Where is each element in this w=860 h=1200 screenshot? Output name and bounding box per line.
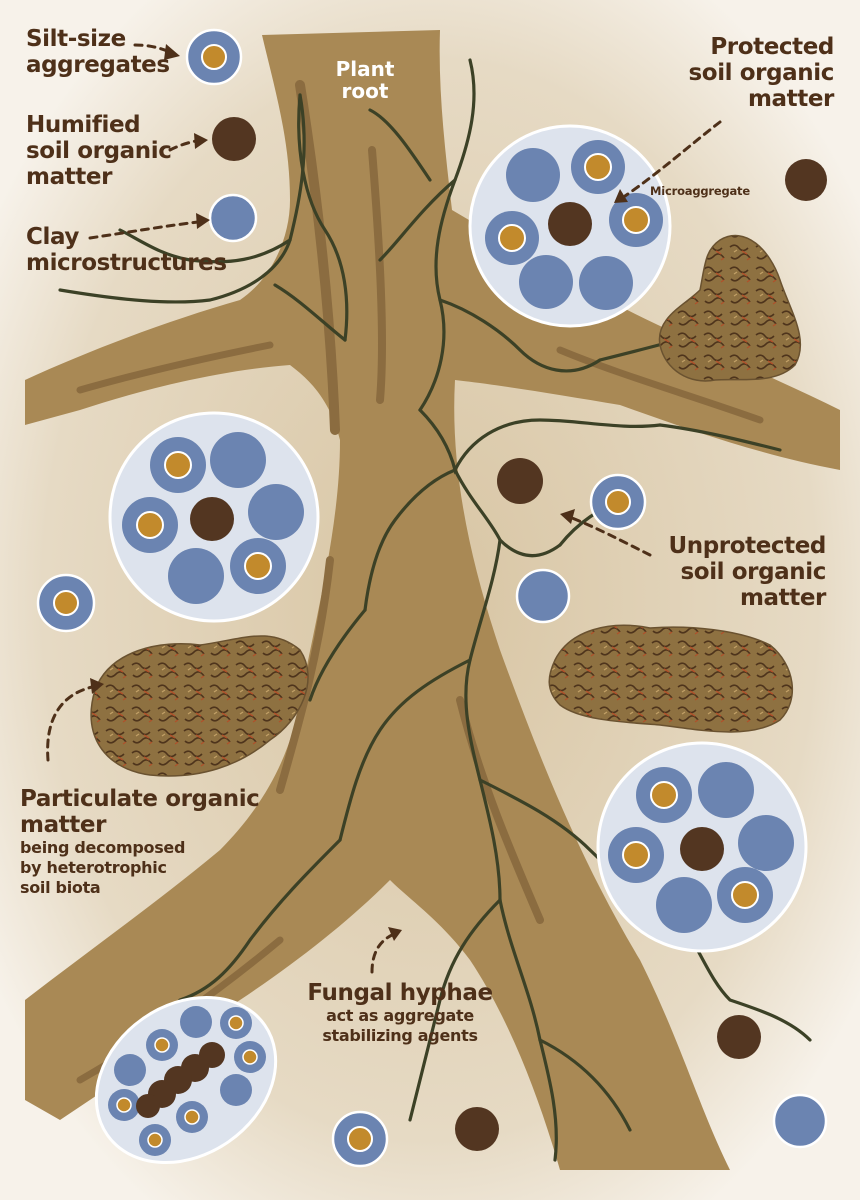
microaggregate-top-right — [468, 124, 672, 328]
label-line: Humified — [26, 112, 141, 138]
label-line: stabilizing agents — [322, 1026, 478, 1045]
label-line: act as aggregate — [326, 1006, 474, 1025]
label-line: Unprotected — [668, 533, 826, 559]
label-line: root — [341, 79, 389, 103]
label-line: Fungal hyphae — [307, 980, 493, 1006]
label-fungal-hyphae: Fungal hyphae act as aggregate stabilizi… — [290, 980, 510, 1046]
label-line: matter — [20, 812, 107, 838]
label-unprotected-som: Unprotected soil organic matter — [668, 533, 826, 611]
label-humified-som: Humified soil organic matter — [26, 112, 172, 190]
label-line: Clay — [26, 224, 79, 250]
fungal-hyphae — [58, 58, 812, 1162]
label-silt-size-aggregates: Silt-size aggregates — [26, 26, 170, 78]
free-particles — [36, 28, 828, 1168]
label-line: Silt-size — [26, 26, 126, 52]
label-line: being decomposed — [20, 838, 186, 857]
microaggregate-bottom-left — [94, 995, 278, 1165]
label-particulate-om: Particulate organic matter being decompo… — [20, 786, 260, 898]
label-line: Plant — [335, 57, 395, 81]
label-line: soil biota — [20, 878, 101, 897]
label-line: aggregates — [26, 52, 170, 78]
label-line: soil organic — [680, 559, 827, 585]
label-plant-root: Plant root — [320, 58, 410, 102]
particulate-organic-matter — [90, 234, 802, 777]
label-line: Protected — [710, 34, 834, 60]
label-line: soil organic — [26, 138, 172, 164]
label-line: by heterotrophic — [20, 858, 167, 877]
label-line: matter — [739, 585, 826, 611]
microaggregate-left — [108, 411, 320, 623]
label-line: matter — [26, 164, 113, 190]
arrow-heads — [90, 44, 628, 941]
label-microaggregate: Microaggregate — [650, 184, 750, 198]
microaggregate-right-lower — [596, 741, 808, 953]
label-line: Particulate organic — [20, 786, 260, 812]
label-line: soil organic — [688, 60, 835, 86]
label-protected-som: Protected soil organic matter — [689, 34, 835, 112]
label-line: matter — [747, 86, 834, 112]
label-line: microstructures — [26, 250, 227, 276]
label-clay-microstructures: Clay microstructures — [26, 224, 227, 276]
plant-root — [25, 30, 840, 1170]
